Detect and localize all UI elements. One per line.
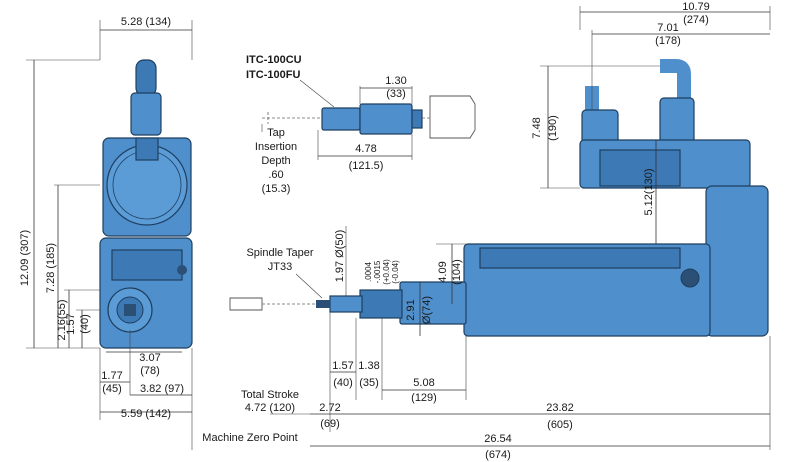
dim-front-559: 5.59 (142) xyxy=(121,408,171,420)
label-machine-zero: Machine Zero Point xyxy=(202,432,297,444)
dim-side-197: 1.97 Ø(50) xyxy=(334,230,346,283)
label-spindle-1: Spindle Taper xyxy=(246,247,313,259)
dim-front-lower: 7.28 (185) xyxy=(45,243,57,293)
side-view xyxy=(229,59,769,337)
dim-side-138: 1.38 xyxy=(358,360,379,372)
dim-side-tol3: (+0.04) xyxy=(382,259,391,285)
dim-front-height: 12.09 (307) xyxy=(19,230,31,286)
dim-side-2654-mm: (674) xyxy=(485,449,511,461)
dim-side-2382: 23.82 xyxy=(546,402,574,414)
side-dimensions: 10.79 (274) 7.01 (178) 7.48 (190) 5.12(1… xyxy=(191,1,771,461)
dim-front-307: 3.07 xyxy=(139,352,160,364)
dim-side-701-mm: (178) xyxy=(655,35,681,47)
dim-front-382: 3.82 (97) xyxy=(140,383,184,395)
dim-tool-130: 1.30 xyxy=(385,75,406,87)
label-tap-3: Depth xyxy=(261,155,290,167)
dim-tool-130-mm: (33) xyxy=(386,88,406,100)
dim-front-177: 1.77 xyxy=(101,370,122,382)
dim-side-2382-mm: (605) xyxy=(547,419,573,431)
dim-side-tol2: -.0015 xyxy=(373,260,382,283)
dim-side-291-mm: Ø(74) xyxy=(421,296,433,324)
dim-side-1079-mm: (274) xyxy=(683,14,709,26)
front-dimensions: 5.28 (134) 12.09 (307) 7.28 (185) 2.16(5… xyxy=(19,16,193,420)
label-spindle-2: JT33 xyxy=(268,261,292,273)
dim-side-tol1: .0004 xyxy=(364,261,373,282)
label-tap-2: Insertion xyxy=(255,141,297,153)
dim-side-1079: 10.79 xyxy=(682,1,710,13)
dim-side-409: 4.09 xyxy=(437,261,449,282)
label-itc-cu: ITC-100CU xyxy=(246,54,302,66)
tool-holder-detail: ITC-100CU ITC-100FU 1.30 (33) 4.78 (121.… xyxy=(246,54,476,195)
dim-side-409-mm: (104) xyxy=(451,259,463,285)
dim-side-512: 5.12(130) xyxy=(643,168,655,215)
dim-front-157: 1.57 xyxy=(65,313,77,334)
dim-front-216: 2.16(55) xyxy=(56,300,68,341)
dim-side-tol4: (-0.04) xyxy=(391,260,400,284)
label-tap-5: (15.3) xyxy=(262,183,291,195)
dim-tool-478: 4.78 xyxy=(355,143,376,155)
dim-front-157-mm: (40) xyxy=(79,314,91,334)
dim-side-138-mm: (35) xyxy=(359,377,379,389)
dim-side-508-mm: (129) xyxy=(411,392,437,404)
dim-side-291: 2.91 xyxy=(405,299,417,320)
dim-front-307-mm: (78) xyxy=(140,365,160,377)
label-itc-fu: ITC-100FU xyxy=(246,69,300,81)
dim-side-272-mm: (69) xyxy=(320,418,340,430)
label-stroke-1: Total Stroke xyxy=(241,389,299,401)
dim-side-748: 7.48 xyxy=(531,117,543,138)
dim-side-508: 5.08 xyxy=(413,377,434,389)
dim-tool-478-mm: (121.5) xyxy=(349,160,384,172)
dim-side-2654: 26.54 xyxy=(484,433,512,445)
dim-side-748-mm: (190) xyxy=(547,115,559,141)
label-tap-4: .60 xyxy=(268,169,283,181)
label-tap-1: Tap xyxy=(267,127,285,139)
dim-side-272: 2.72 xyxy=(319,402,340,414)
front-view xyxy=(99,59,193,349)
dim-side-701: 7.01 xyxy=(657,22,678,34)
dim-side-157-mm: (40) xyxy=(333,377,353,389)
dim-side-157: 1.57 xyxy=(332,360,353,372)
label-stroke-2: 4.72 (120) xyxy=(245,402,295,414)
dim-front-177-mm: (45) xyxy=(102,383,122,395)
dim-front-width: 5.28 (134) xyxy=(121,16,171,28)
